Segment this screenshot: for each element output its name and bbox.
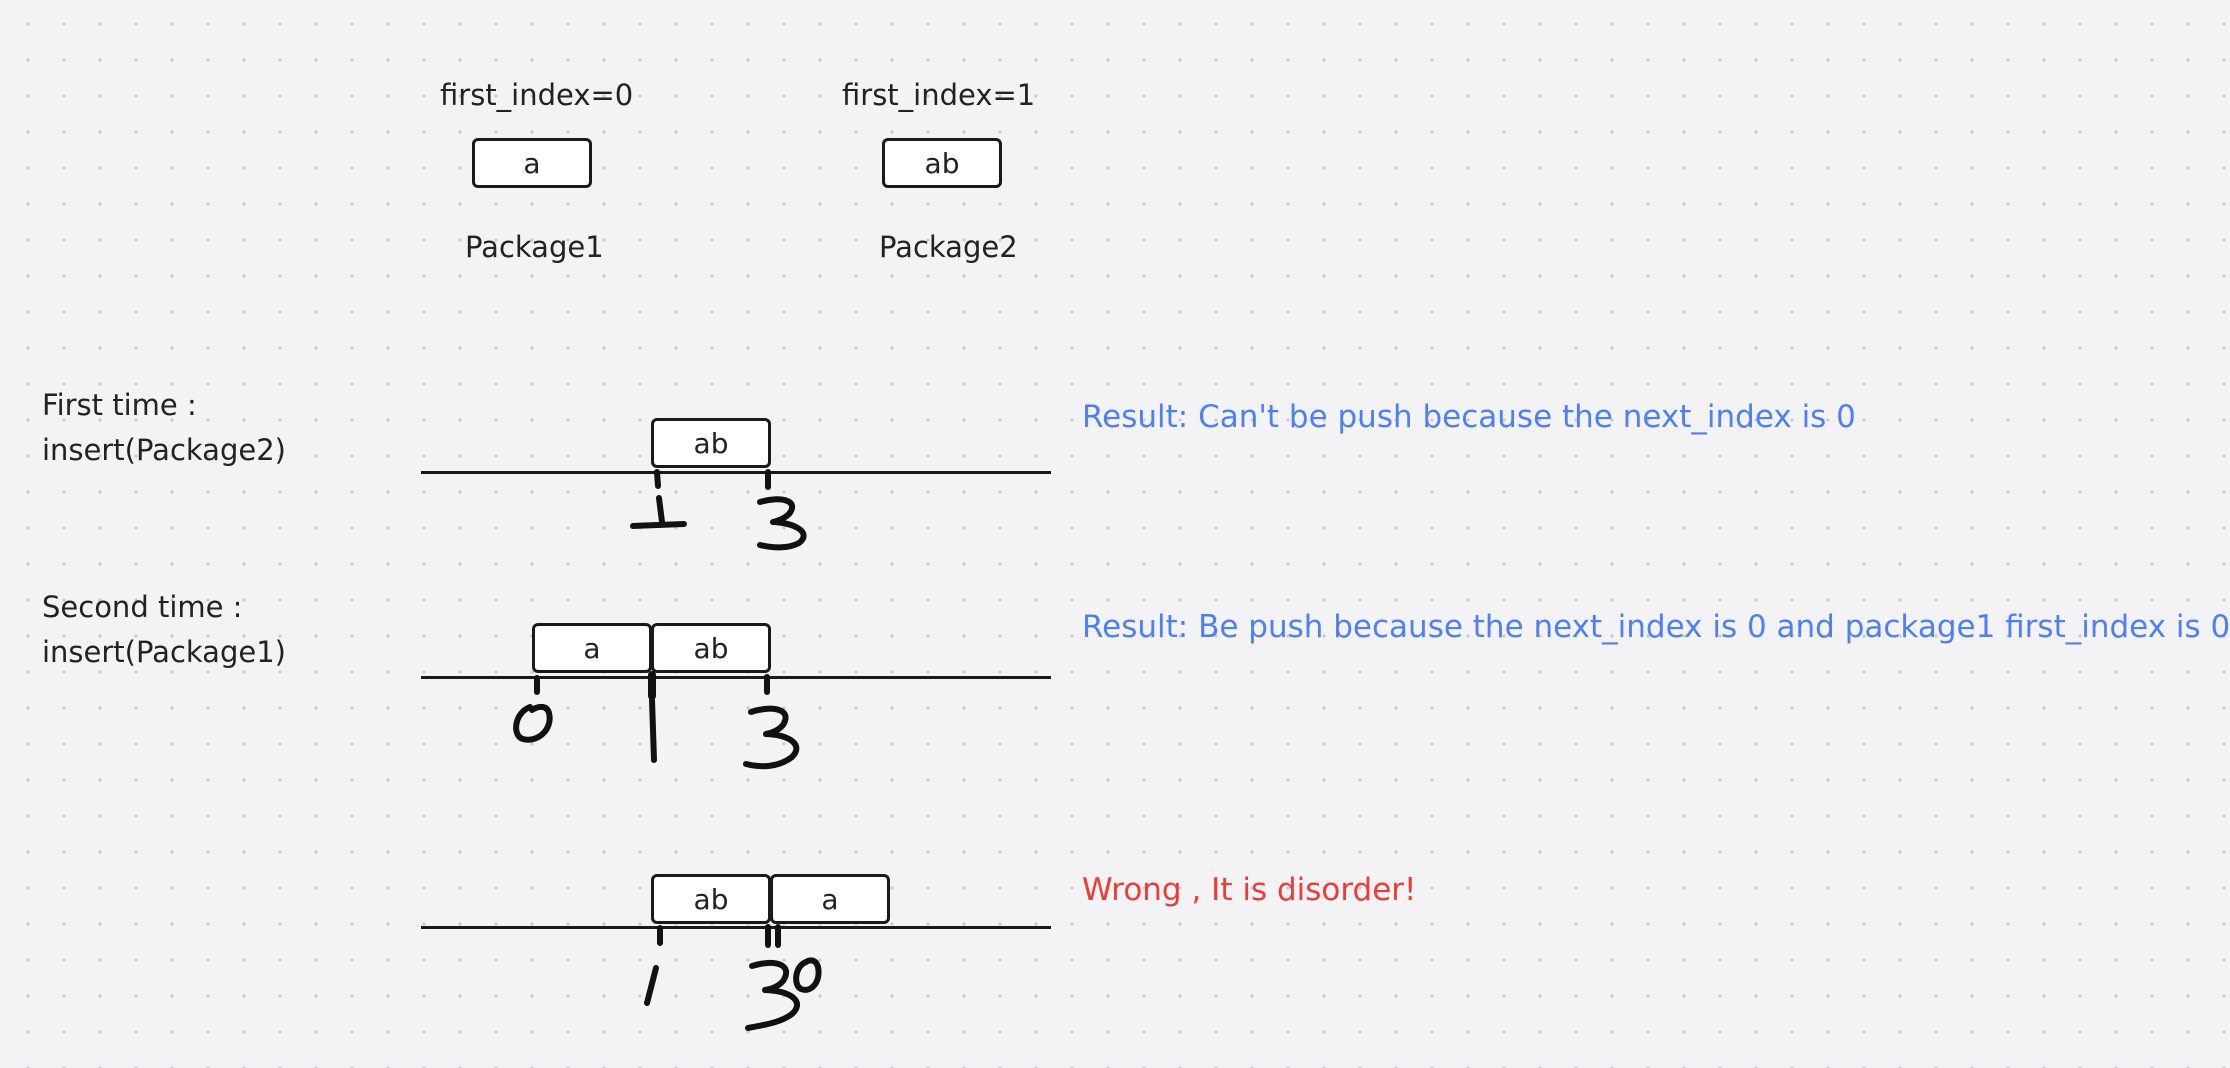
step3-digit-3 (745, 960, 801, 1031)
step3-handwriting (644, 924, 822, 1031)
package1-label: Package1 (465, 230, 604, 264)
step2-digit-1 (649, 697, 657, 763)
package2-first-index: first_index=1 (842, 78, 1036, 112)
step2-axis (421, 676, 1051, 679)
step3-result: Wrong , It is disorder! (1082, 872, 1417, 908)
step2-handwriting (513, 671, 800, 770)
step1-digit-1 (630, 495, 687, 529)
package2-label: Package2 (879, 230, 1018, 264)
step2-action: insert(Package1) (42, 635, 286, 669)
step1-digit-3 (757, 496, 807, 551)
step2-box-ab: ab (651, 623, 771, 673)
package1-box: a (472, 138, 592, 188)
step1-handwriting (630, 469, 807, 551)
step3-box-ab: ab (651, 874, 771, 924)
step1-tick-1 (654, 469, 661, 489)
step2-digit-0 (513, 703, 553, 743)
handwritten-annotations (513, 469, 822, 1031)
step1-box-ab: ab (651, 418, 771, 468)
step1-action: insert(Package2) (42, 433, 286, 467)
step1-result: Result: Can't be push because the next_i… (1082, 399, 1856, 435)
step2-box-a: a (532, 623, 652, 673)
step3-axis (421, 926, 1051, 929)
step2-digit-3 (743, 705, 800, 770)
step3-digit-0 (793, 957, 822, 993)
package1-first-index: first_index=0 (440, 78, 634, 112)
step1-axis (421, 471, 1051, 474)
step3-box-a: a (770, 874, 890, 924)
package2-box: ab (882, 138, 1002, 188)
step2-title: Second time : (42, 590, 243, 624)
step1-title: First time : (42, 388, 197, 422)
step3-digit-1 (644, 965, 659, 1006)
step2-result: Result: Be push because the next_index i… (1082, 609, 2230, 645)
